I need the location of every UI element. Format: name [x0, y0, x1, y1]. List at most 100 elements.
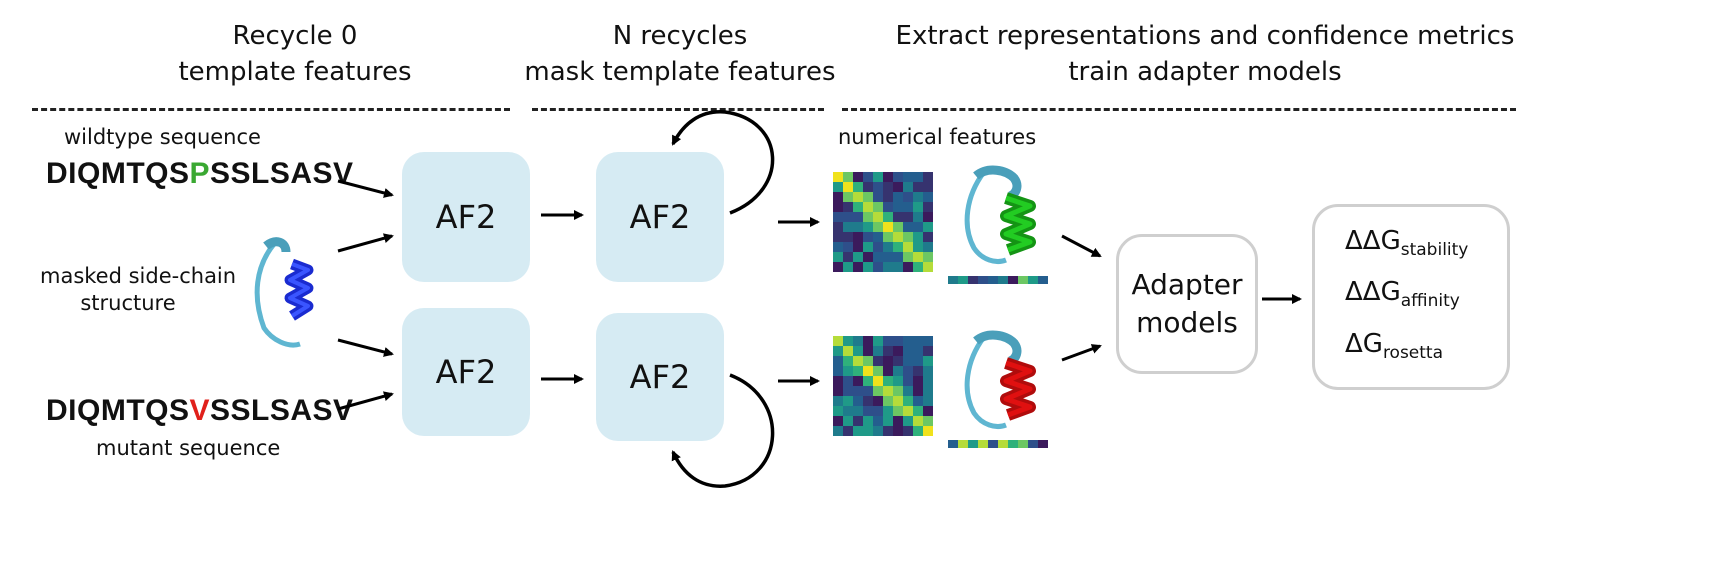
residue-bar-cell — [978, 276, 988, 284]
heatmap-cell — [843, 406, 853, 416]
heatmap-cell — [913, 356, 923, 366]
output-ddg-affinity-sub: affinity — [1400, 291, 1460, 312]
heatmap-cell — [913, 386, 923, 396]
residue-bar-cell — [948, 276, 958, 284]
heatmap-cell — [833, 252, 843, 262]
heatmap-cell — [833, 366, 843, 376]
heatmap-cell — [873, 376, 883, 386]
heatmap-cell — [863, 356, 873, 366]
heatmap-cell — [913, 336, 923, 346]
mutant-structure-image — [964, 330, 1036, 429]
heatmap-cell — [843, 212, 853, 222]
heatmap-cell — [893, 262, 903, 272]
heatmap-cell — [873, 406, 883, 416]
heatmap-cell — [853, 426, 863, 436]
masked-structure-label-line1: masked side-chain — [40, 264, 237, 288]
heatmap-cell — [843, 182, 853, 192]
heatmap-cell — [863, 232, 873, 242]
heatmap-cell — [863, 202, 873, 212]
outputs-box: ΔΔGstability ΔΔGaffinity ΔGrosetta — [1312, 204, 1510, 390]
heatmap-cell — [903, 346, 913, 356]
heatmap-cell — [913, 406, 923, 416]
heatmap-cell — [833, 232, 843, 242]
heatmap-cell — [873, 192, 883, 202]
residue-bar-cell — [1038, 440, 1048, 448]
heatmap-cell — [903, 386, 913, 396]
heatmap-cell — [923, 346, 933, 356]
heatmap-cell — [903, 396, 913, 406]
heatmap-cell — [843, 222, 853, 232]
heatmap-cell — [923, 182, 933, 192]
heatmap-cell — [873, 366, 883, 376]
output-ddg-stability-base: ΔΔG — [1345, 226, 1401, 257]
heatmap-cell — [913, 172, 923, 182]
heatmap-cell — [913, 242, 923, 252]
mutant-seq-pre: DIQMTQS — [46, 394, 190, 427]
heatmap-cell — [843, 202, 853, 212]
header-extract: Extract representations and confidence m… — [860, 18, 1550, 90]
heatmap-cell — [863, 386, 873, 396]
header-nrecycles-line2: mask template features — [524, 57, 836, 87]
heatmap-cell — [913, 232, 923, 242]
heatmap-cell — [893, 182, 903, 192]
heatmap-cell — [853, 182, 863, 192]
heatmap-cell — [863, 406, 873, 416]
heatmap-cell — [843, 252, 853, 262]
heatmap-cell — [833, 262, 843, 272]
heatmap-cell — [903, 426, 913, 436]
heatmap-cell — [893, 426, 903, 436]
heatmap-cell — [913, 426, 923, 436]
output-ddg-affinity: ΔΔGaffinity — [1345, 271, 1468, 322]
heatmap-cell — [923, 336, 933, 346]
heatmap-cell — [853, 346, 863, 356]
heatmap-cell — [873, 172, 883, 182]
heatmap-cell — [883, 386, 893, 396]
heatmap-cell — [923, 172, 933, 182]
feature-heatmap-bottom — [833, 336, 933, 436]
residue-bar-cell — [988, 440, 998, 448]
heatmap-cell — [843, 262, 853, 272]
output-dg-rosetta-base: ΔG — [1345, 328, 1383, 359]
heatmap-cell — [903, 366, 913, 376]
heatmap-cell — [923, 222, 933, 232]
heatmap-cell — [833, 212, 843, 222]
output-ddg-stability: ΔΔGstability — [1345, 220, 1468, 271]
heatmap-cell — [883, 232, 893, 242]
heatmap-cell — [923, 192, 933, 202]
heatmap-cell — [863, 182, 873, 192]
heatmap-cell — [913, 416, 923, 426]
heatmap-cell — [843, 366, 853, 376]
arrow-features-bottom-to-adapter — [1061, 344, 1102, 362]
heatmap-cell — [903, 356, 913, 366]
heatmap-cell — [883, 336, 893, 346]
masked-structure-image — [254, 237, 314, 348]
output-dg-rosetta: ΔGrosetta — [1345, 323, 1468, 374]
heatmap-cell — [853, 406, 863, 416]
mutant-seq-post: SSLSASV — [210, 394, 354, 427]
heatmap-cell — [903, 336, 913, 346]
heatmap-cell — [903, 232, 913, 242]
recycle-loop-bottom-arrow — [671, 373, 775, 488]
feature-bar-top — [948, 276, 1048, 284]
heatmap-cell — [853, 242, 863, 252]
heatmap-cell — [923, 376, 933, 386]
residue-bar-cell — [958, 440, 968, 448]
heatmap-cell — [833, 192, 843, 202]
heatmap-cell — [853, 252, 863, 262]
heatmap-cell — [923, 366, 933, 376]
heatmap-cell — [863, 376, 873, 386]
heatmap-cell — [913, 212, 923, 222]
residue-bar-cell — [1018, 440, 1028, 448]
residue-bar-cell — [988, 276, 998, 284]
wildtype-seq-pre: DIQMTQS — [46, 157, 190, 190]
heatmap-cell — [863, 336, 873, 346]
heatmap-cell — [853, 232, 863, 242]
heatmap-cell — [903, 172, 913, 182]
feature-heatmap-top — [833, 172, 933, 272]
residue-bar-cell — [948, 440, 958, 448]
heatmap-cell — [873, 252, 883, 262]
header-extract-line2: train adapter models — [1068, 57, 1342, 87]
divider-extract — [842, 108, 1516, 111]
heatmap-cell — [893, 232, 903, 242]
